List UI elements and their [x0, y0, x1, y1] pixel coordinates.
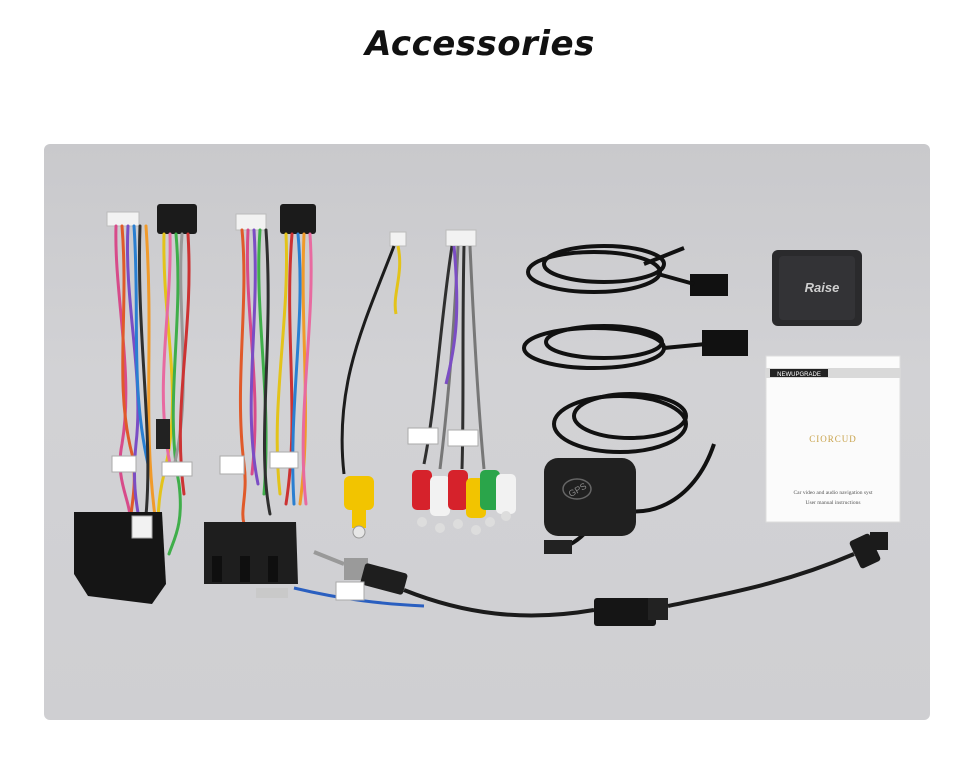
- manual-logo: CIORCUD: [809, 434, 857, 444]
- page-title: Accessories: [365, 24, 595, 64]
- wiring-harness-center: [204, 204, 316, 584]
- manual-line2: User manual instructions: [806, 500, 861, 506]
- accessories-photo: GPS Raise NEWUPGRADE CIORCUD Car video a…: [44, 144, 930, 720]
- manual-banner: NEWUPGRADE: [777, 372, 821, 378]
- wiring-harness-left: [74, 204, 197, 604]
- camera-rca-cable: [340, 231, 407, 539]
- manual-line1: Car video and audio navigation syst: [794, 490, 873, 496]
- gps-antenna: GPS: [544, 392, 716, 554]
- usb-cable-middle: [522, 324, 748, 370]
- box-brand-label: Raise: [805, 280, 840, 295]
- radio-antenna-adapter: [256, 532, 888, 626]
- rca-audio-video-bundle: [407, 229, 516, 535]
- canbus-decoder-box: Raise: [772, 250, 862, 326]
- user-manual: NEWUPGRADE CIORCUD Car video and audio n…: [765, 355, 901, 523]
- accessories-illustration: GPS Raise NEWUPGRADE CIORCUD Car video a…: [74, 204, 901, 626]
- usb-cable-top: [526, 244, 728, 296]
